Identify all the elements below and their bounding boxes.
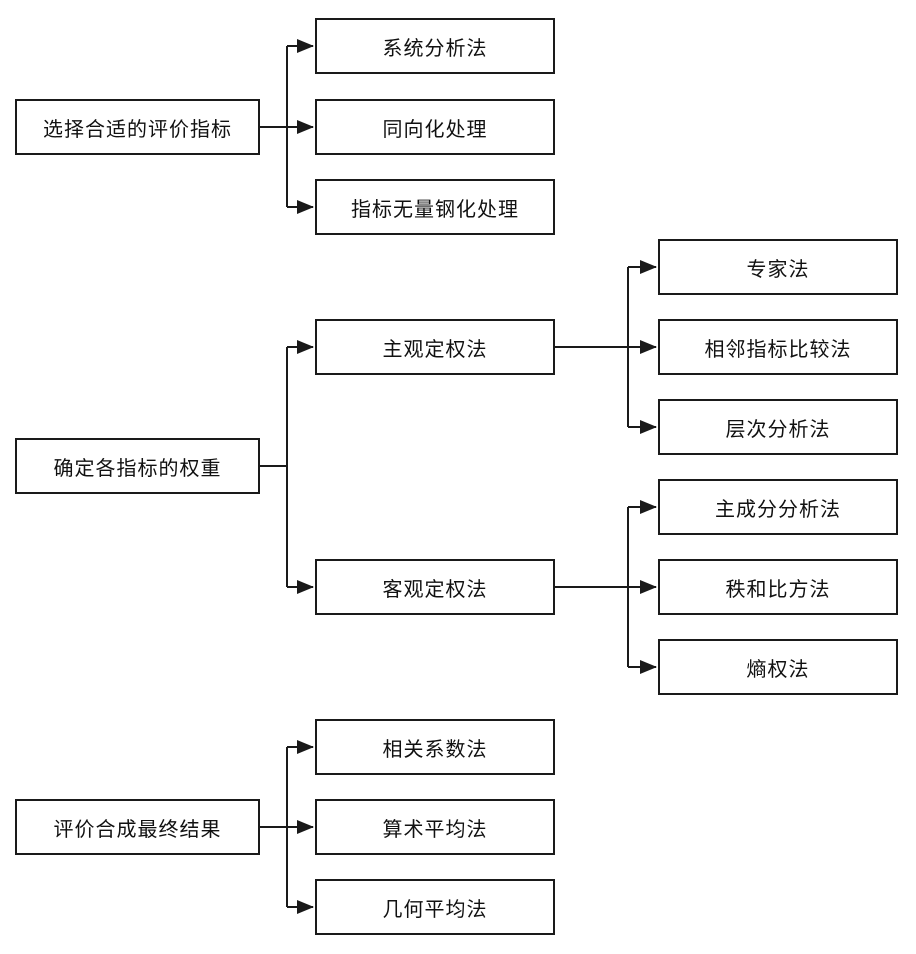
- node-label-synthesis-result: 评价合成最终结果: [53, 818, 222, 841]
- node-select-indicators: 选择合适的评价指标: [15, 99, 260, 155]
- node-correlation-coefficient: 相关系数法: [315, 719, 555, 775]
- node-determine-weights: 确定各指标的权重: [15, 438, 260, 494]
- node-same-direction: 同向化处理: [315, 99, 555, 155]
- node-objective-weighting: 客观定权法: [315, 559, 555, 615]
- node-subjective-weighting: 主观定权法: [315, 319, 555, 375]
- node-label-determine-weights: 确定各指标的权重: [53, 457, 222, 480]
- node-ahp: 层次分析法: [658, 399, 898, 455]
- node-label-ahp: 层次分析法: [725, 418, 831, 441]
- node-label-objective-weighting: 客观定权法: [382, 578, 488, 601]
- node-label-rank-sum-ratio: 秩和比方法: [725, 578, 831, 601]
- node-label-system-analysis: 系统分析法: [382, 37, 488, 60]
- node-label-adjacent-comparison: 相邻指标比较法: [704, 338, 852, 361]
- node-label-pca: 主成分分析法: [715, 498, 841, 521]
- node-adjacent-comparison: 相邻指标比较法: [658, 319, 898, 375]
- node-label-geometric-mean: 几何平均法: [382, 898, 488, 921]
- node-geometric-mean: 几何平均法: [315, 879, 555, 935]
- node-label-entropy-weight: 熵权法: [746, 658, 810, 681]
- node-rank-sum-ratio: 秩和比方法: [658, 559, 898, 615]
- node-synthesis-result: 评价合成最终结果: [15, 799, 260, 855]
- node-expert-method: 专家法: [658, 239, 898, 295]
- node-dimensionless: 指标无量钢化处理: [315, 179, 555, 235]
- node-label-arithmetic-mean: 算术平均法: [382, 818, 488, 841]
- node-label-select-indicators: 选择合适的评价指标: [43, 118, 232, 141]
- node-label-subjective-weighting: 主观定权法: [382, 338, 488, 361]
- node-arithmetic-mean: 算术平均法: [315, 799, 555, 855]
- node-system-analysis: 系统分析法: [315, 18, 555, 74]
- node-entropy-weight: 熵权法: [658, 639, 898, 695]
- node-label-correlation-coefficient: 相关系数法: [382, 738, 488, 761]
- node-label-dimensionless: 指标无量钢化处理: [351, 198, 519, 221]
- node-label-same-direction: 同向化处理: [382, 118, 488, 141]
- node-pca: 主成分分析法: [658, 479, 898, 535]
- node-label-expert-method: 专家法: [746, 258, 810, 281]
